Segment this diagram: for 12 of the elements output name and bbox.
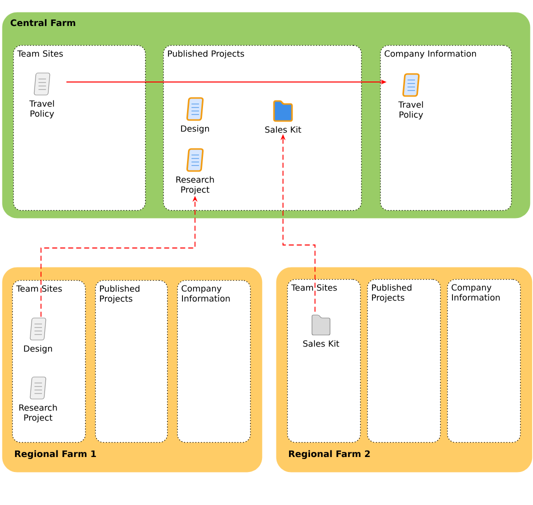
- item-label: Research Project: [19, 404, 57, 422]
- container-box: Published Projects: [95, 280, 168, 443]
- item-label: Travel Policy: [29, 100, 54, 118]
- item-label: Design: [181, 125, 209, 134]
- item-label: Research Project: [176, 176, 214, 194]
- container-box: Company Information: [447, 279, 521, 443]
- item-label: Sales Kit: [303, 340, 340, 347]
- container-box: Published Projects: [367, 279, 441, 443]
- item-label: Design: [24, 345, 52, 354]
- item-label: Travel Policy: [398, 101, 423, 120]
- container-box: Company Information: [177, 280, 251, 443]
- item-label: Sales Kit: [265, 126, 302, 133]
